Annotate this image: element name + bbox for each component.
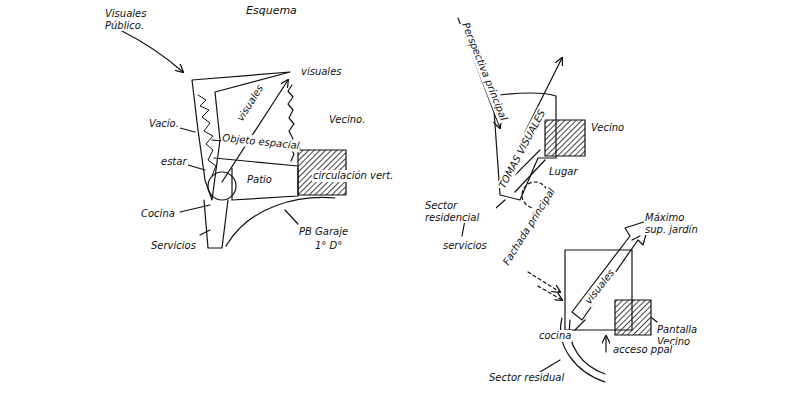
- left-sketch: [120, 30, 346, 248]
- sketch-label: estar: [160, 156, 188, 168]
- sketch-label: 1° D°: [314, 240, 343, 252]
- sketch-label: Cocina: [140, 208, 176, 220]
- sketch-label: Objeto espacial: [221, 132, 301, 152]
- service-wing: [204, 200, 228, 248]
- sketch-label: circulación vert.: [312, 170, 394, 182]
- sketch-label: Sector residencial: [424, 200, 496, 223]
- view-arrow: [222, 80, 288, 182]
- sketch-label: Vacío.: [148, 118, 180, 130]
- access-arrow: [605, 336, 606, 352]
- sketch-label: visuales: [582, 266, 617, 307]
- right-bottom-sketch: [528, 220, 657, 382]
- sketch-label: Sector residual: [488, 372, 565, 384]
- sketch-label: Perspectiva principal: [459, 20, 510, 123]
- sketch-label: servicios: [442, 240, 488, 252]
- sketch-label: Patio: [246, 174, 273, 186]
- sketch-label: Vecino.: [328, 114, 366, 126]
- patio-outline: [232, 168, 298, 200]
- neighbour-block: [545, 120, 585, 156]
- sketch-label: PB Garaje: [298, 226, 349, 238]
- sketch-label: acceso ppal: [612, 344, 673, 356]
- sketch-label: Vecino: [590, 122, 625, 134]
- sketch-label: cocina: [538, 330, 572, 342]
- sketch-label: visuales: [234, 82, 266, 124]
- stair: [208, 172, 236, 200]
- sketch-label: Máximo sup. jardín: [644, 212, 708, 235]
- site-arc: [561, 318, 605, 382]
- view-arrow: [538, 286, 562, 300]
- sketch-label: Visuales Público.: [104, 8, 168, 31]
- neighbour-block: [615, 300, 651, 335]
- sheet-title: Esquema: [245, 4, 298, 17]
- sketch-label: visuales: [300, 66, 343, 78]
- sketch-label: Servicios: [150, 240, 197, 252]
- site-arc: [226, 198, 335, 246]
- sketch-label: Lugar: [548, 166, 579, 178]
- void-scribble: [198, 95, 216, 176]
- view-arrow: [120, 30, 183, 72]
